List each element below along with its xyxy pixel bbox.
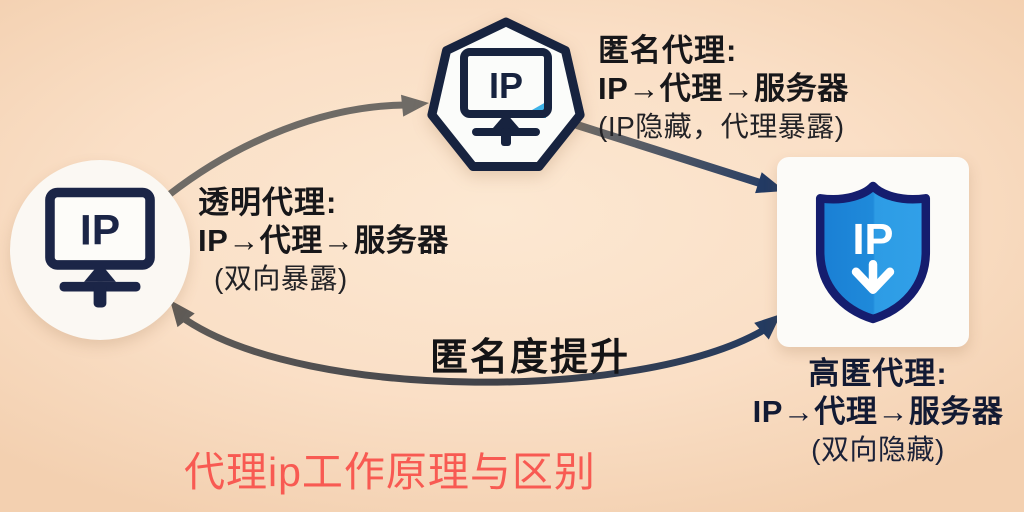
anonymity-axis-label: 匿名度提升: [430, 337, 631, 379]
monitor-ip-icon: IP: [45, 187, 155, 308]
elite-proxy-note: (双向隐藏): [811, 434, 945, 465]
proxy-node: IP: [420, 16, 592, 188]
server-node: IP: [777, 157, 969, 347]
shield-ip-icon: IP: [815, 181, 931, 324]
transparent-proxy-heading: 透明代理:: [198, 185, 338, 220]
anonymous-proxy-note: (IP隐藏，代理暴露): [598, 111, 845, 142]
client-ip-label: IP: [80, 207, 120, 255]
transparent-proxy-note: (双向暴露): [214, 263, 348, 294]
arrow-client-to-proxy: [166, 94, 429, 198]
down-arrow-icon: [851, 267, 895, 294]
diagram-title: 代理ip工作原理与区别: [184, 449, 596, 495]
heptagon-shape: IP: [427, 17, 585, 171]
client-node: IP: [10, 160, 190, 340]
anonymous-proxy-flow: IP→代理→服务器: [598, 71, 849, 106]
anonymous-proxy-heading: 匿名代理:: [598, 33, 738, 68]
transparent-proxy-label: 透明代理: IP→代理→服务器 (双向暴露): [198, 184, 449, 298]
elite-proxy-heading: 高匿代理:: [808, 356, 948, 391]
elite-proxy-label: 高匿代理: IP→代理→服务器 (双向隐藏): [752, 355, 1004, 469]
transparent-proxy-flow: IP→代理→服务器: [198, 223, 449, 258]
proxy-ip-label: IP: [489, 65, 523, 106]
server-ip-label: IP: [853, 216, 894, 264]
elite-proxy-flow: IP→代理→服务器: [752, 394, 1004, 429]
anonymous-proxy-label: 匿名代理: IP→代理→服务器 (IP隐藏，代理暴露): [598, 32, 849, 146]
